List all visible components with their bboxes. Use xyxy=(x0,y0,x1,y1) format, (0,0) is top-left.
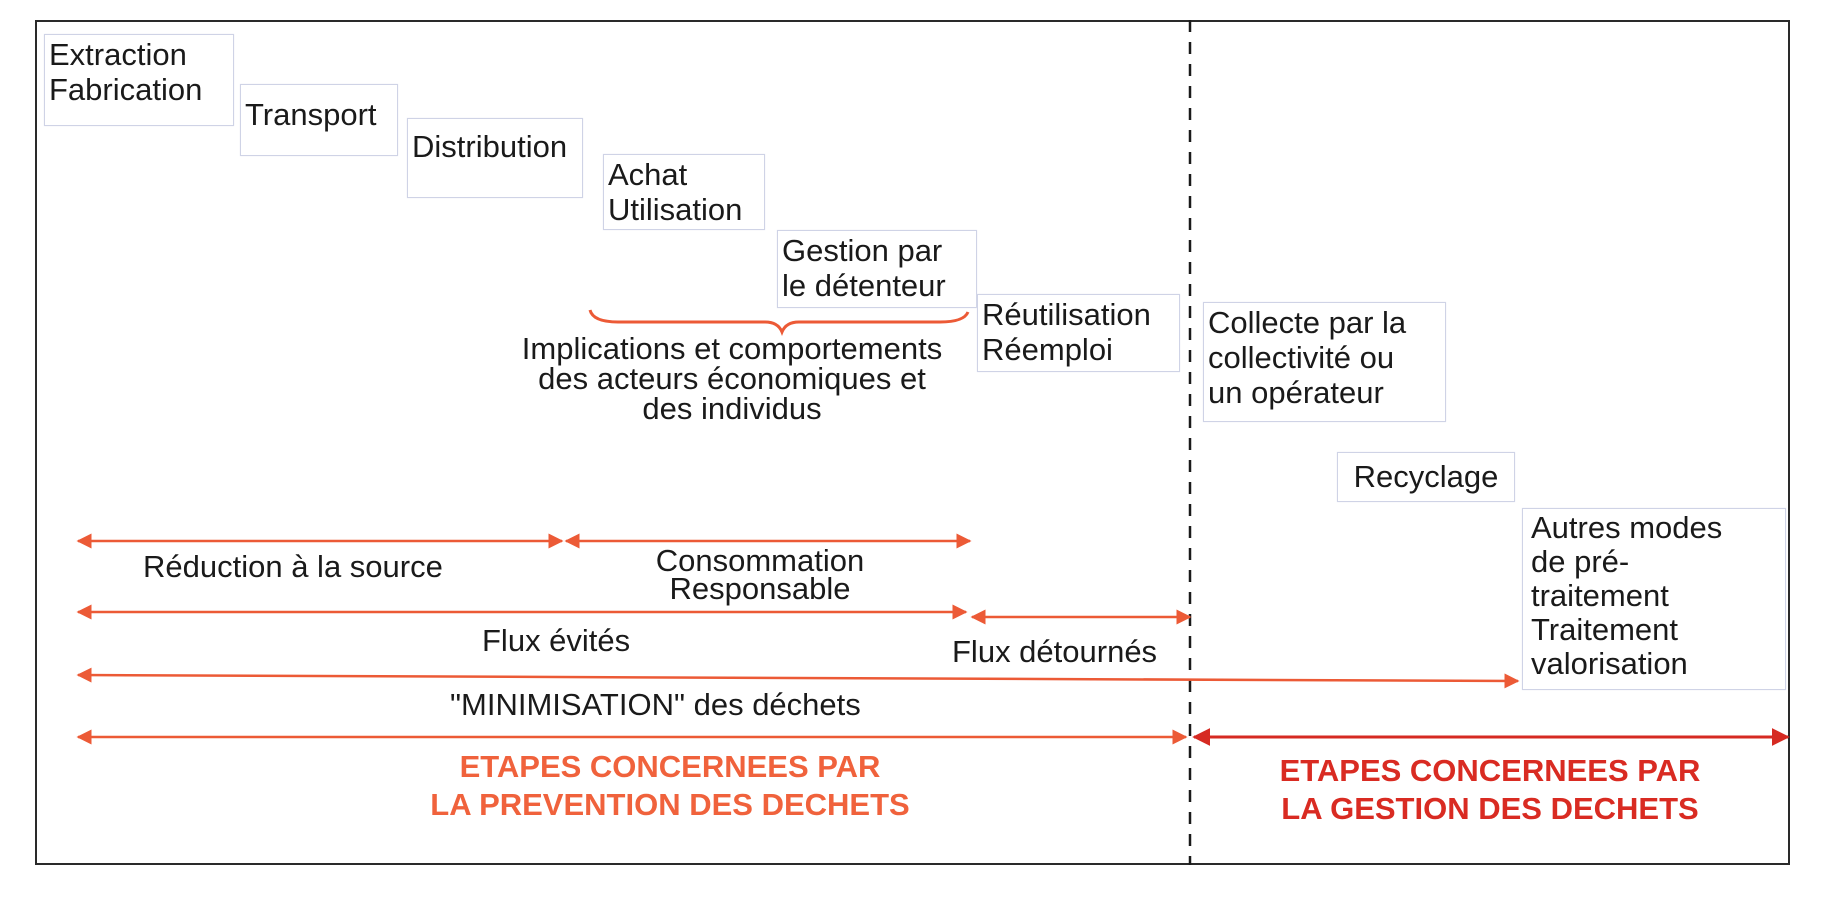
stage-line: de pré- xyxy=(1531,544,1630,579)
gestion-section-title: ETAPES CONCERNEES PAR LA GESTION DES DEC… xyxy=(1230,752,1750,828)
stage-line: un opérateur xyxy=(1208,375,1384,410)
stage-line: Achat xyxy=(608,157,688,192)
reduction-source-label: Réduction à la source xyxy=(143,549,443,584)
minimisation-label: "MINIMISATION" des déchets xyxy=(450,687,861,722)
stage-line: collectivité ou xyxy=(1208,340,1395,375)
stage-line: Autres modes xyxy=(1531,510,1723,545)
stage-autres-modes: Autres modes de pré- traitement Traiteme… xyxy=(1522,508,1786,690)
gestion-title-line: LA GESTION DES DECHETS xyxy=(1281,791,1699,826)
prevention-section-title: ETAPES CONCERNEES PAR LA PREVENTION DES … xyxy=(340,748,1000,824)
implications-line: Implications et comportements xyxy=(521,331,943,366)
implications-text: Implications et comportements des acteur… xyxy=(482,331,982,426)
implications-line: des individus xyxy=(642,391,822,426)
flux-detournes-label: Flux détournés xyxy=(952,634,1158,669)
stage-transport: Transport xyxy=(240,84,398,156)
implications-line: des acteurs économiques et xyxy=(538,361,926,396)
stage-reutilisation-reemploi: Réutilisation Réemploi xyxy=(977,294,1180,372)
stage-line: Transport xyxy=(245,97,377,132)
stage-line: Utilisation xyxy=(608,192,743,227)
gestion-title-line: ETAPES CONCERNEES PAR xyxy=(1279,753,1701,788)
stage-line: Extraction xyxy=(49,37,187,72)
consommation-line: Responsable xyxy=(669,571,851,606)
stage-line: Fabrication xyxy=(49,72,203,107)
flux-evites-label: Flux évités xyxy=(482,623,631,658)
stage-line: valorisation xyxy=(1531,646,1688,681)
prevention-title-line: LA PREVENTION DES DECHETS xyxy=(430,787,910,822)
stage-line: traitement xyxy=(1531,578,1669,613)
stage-line: Réemploi xyxy=(982,332,1113,367)
stage-distribution: Distribution xyxy=(407,118,583,198)
consommation-responsable-label: Consommation Responsable xyxy=(630,543,890,606)
diagram-frame xyxy=(35,20,1790,865)
stage-achat-utilisation: Achat Utilisation xyxy=(603,154,765,230)
stage-collecte: Collecte par la collectivité ou un opéra… xyxy=(1203,302,1446,422)
stage-line: Réutilisation xyxy=(982,297,1151,332)
stage-gestion-detenteur: Gestion par le détenteur xyxy=(777,230,977,308)
stage-line: Collecte par la xyxy=(1208,305,1407,340)
stage-line: Gestion par xyxy=(782,233,943,268)
stage-extraction-fabrication: Extraction Fabrication xyxy=(44,34,234,126)
stage-line: Recyclage xyxy=(1353,459,1499,494)
stage-line: Distribution xyxy=(412,129,568,164)
stage-line: le détenteur xyxy=(782,268,946,303)
stage-recyclage: Recyclage xyxy=(1337,452,1515,502)
consommation-line: Consommation xyxy=(655,543,865,578)
stage-line: Traitement xyxy=(1531,612,1679,647)
prevention-title-line: ETAPES CONCERNEES PAR xyxy=(459,749,881,784)
